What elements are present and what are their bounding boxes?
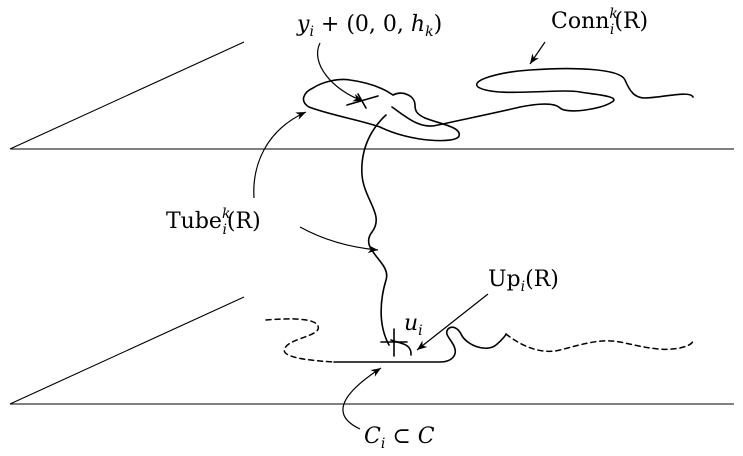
label-up: Upi(R) — [488, 267, 559, 295]
tube-curve — [361, 114, 390, 346]
arrow-top-point — [317, 42, 364, 102]
arrow-conn — [529, 41, 546, 65]
lower-plane-diagonal — [9, 296, 245, 405]
label-curve-set: Ci ⊂ C — [364, 424, 435, 452]
label-top-point: yi + (0, 0, hk) — [296, 12, 442, 40]
lower-plane — [9, 296, 734, 405]
arrow-up — [416, 293, 489, 351]
lower-dashed-left — [265, 318, 335, 363]
upper-plane — [9, 41, 734, 150]
arrow-tube-to-middle — [299, 226, 379, 254]
arrow-tube-to-upper — [253, 111, 307, 199]
bottom-cross-marker — [380, 328, 408, 357]
up-curve — [333, 326, 507, 363]
up-curve-hook — [390, 339, 412, 356]
upper-plane-diagonal — [9, 41, 245, 150]
lower-dashed-right — [505, 333, 694, 352]
label-u-point: ui — [404, 311, 423, 339]
arrow-curve-set — [342, 367, 382, 430]
conn-curve — [302, 67, 694, 142]
